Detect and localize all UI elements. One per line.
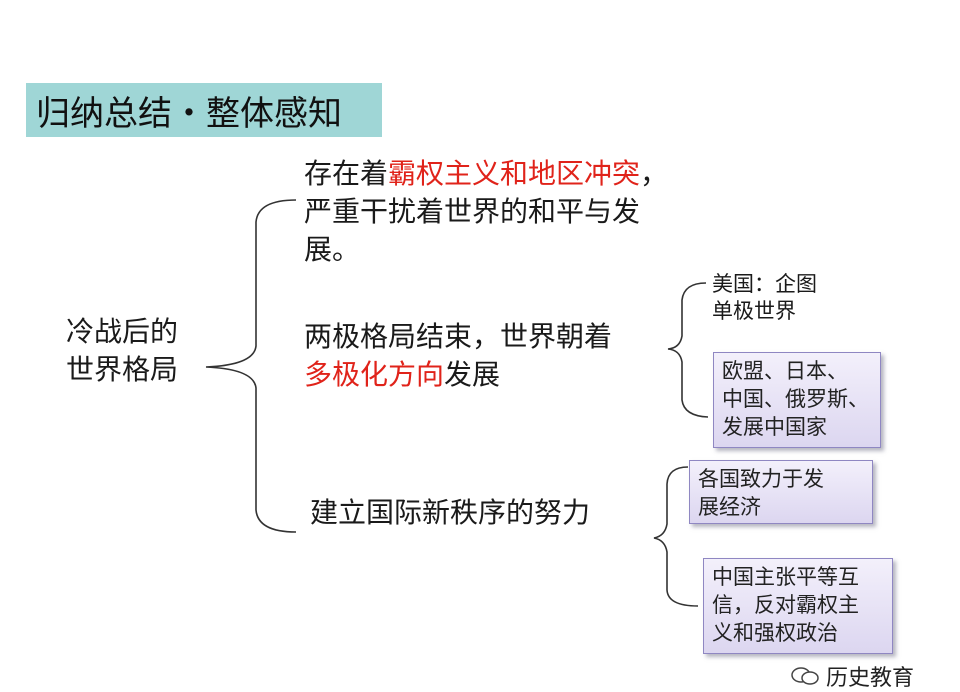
branch-hegemony-post: ， 严重干扰着世界的和平与发 展。 bbox=[304, 157, 669, 266]
root-node: 冷战后的 世界格局 bbox=[66, 315, 179, 386]
multipolar-forces-box: 欧盟、日本、 中国、俄罗斯、 发展中国家 bbox=[713, 352, 881, 448]
watermark-text: 历史教育 bbox=[826, 666, 915, 691]
wechat-icon bbox=[791, 667, 819, 685]
branch-multipolar-highlight: 多极化方向 bbox=[304, 358, 445, 391]
branch-multipolar-post: 发展 bbox=[444, 358, 501, 391]
watermark: 历史教育 bbox=[790, 660, 914, 692]
branch-multipolar: 两极格局结束，世界朝着多极化方向发展 bbox=[304, 318, 612, 394]
title-text: 归纳总结・整体感知 bbox=[36, 93, 342, 134]
branch-multipolar-line1: 两极格局结束，世界朝着 bbox=[304, 320, 613, 353]
branch-new-order: 建立国际新秩序的努力 bbox=[310, 496, 591, 529]
us-unipolar-note: 美国：企图 单极世界 bbox=[712, 272, 817, 323]
branch-hegemony: 存在着霸权主义和地区冲突， 严重干扰着世界的和平与发 展。 bbox=[304, 155, 668, 269]
branch-hegemony-pre: 存在着 bbox=[304, 157, 389, 190]
branch-hegemony-highlight: 霸权主义和地区冲突 bbox=[388, 157, 641, 190]
economy-box: 各国致力于发 展经济 bbox=[689, 460, 873, 524]
page-title: 归纳总结・整体感知 bbox=[26, 83, 382, 137]
china-stance-box: 中国主张平等互 信，反对霸权主 义和强权政治 bbox=[703, 558, 893, 654]
